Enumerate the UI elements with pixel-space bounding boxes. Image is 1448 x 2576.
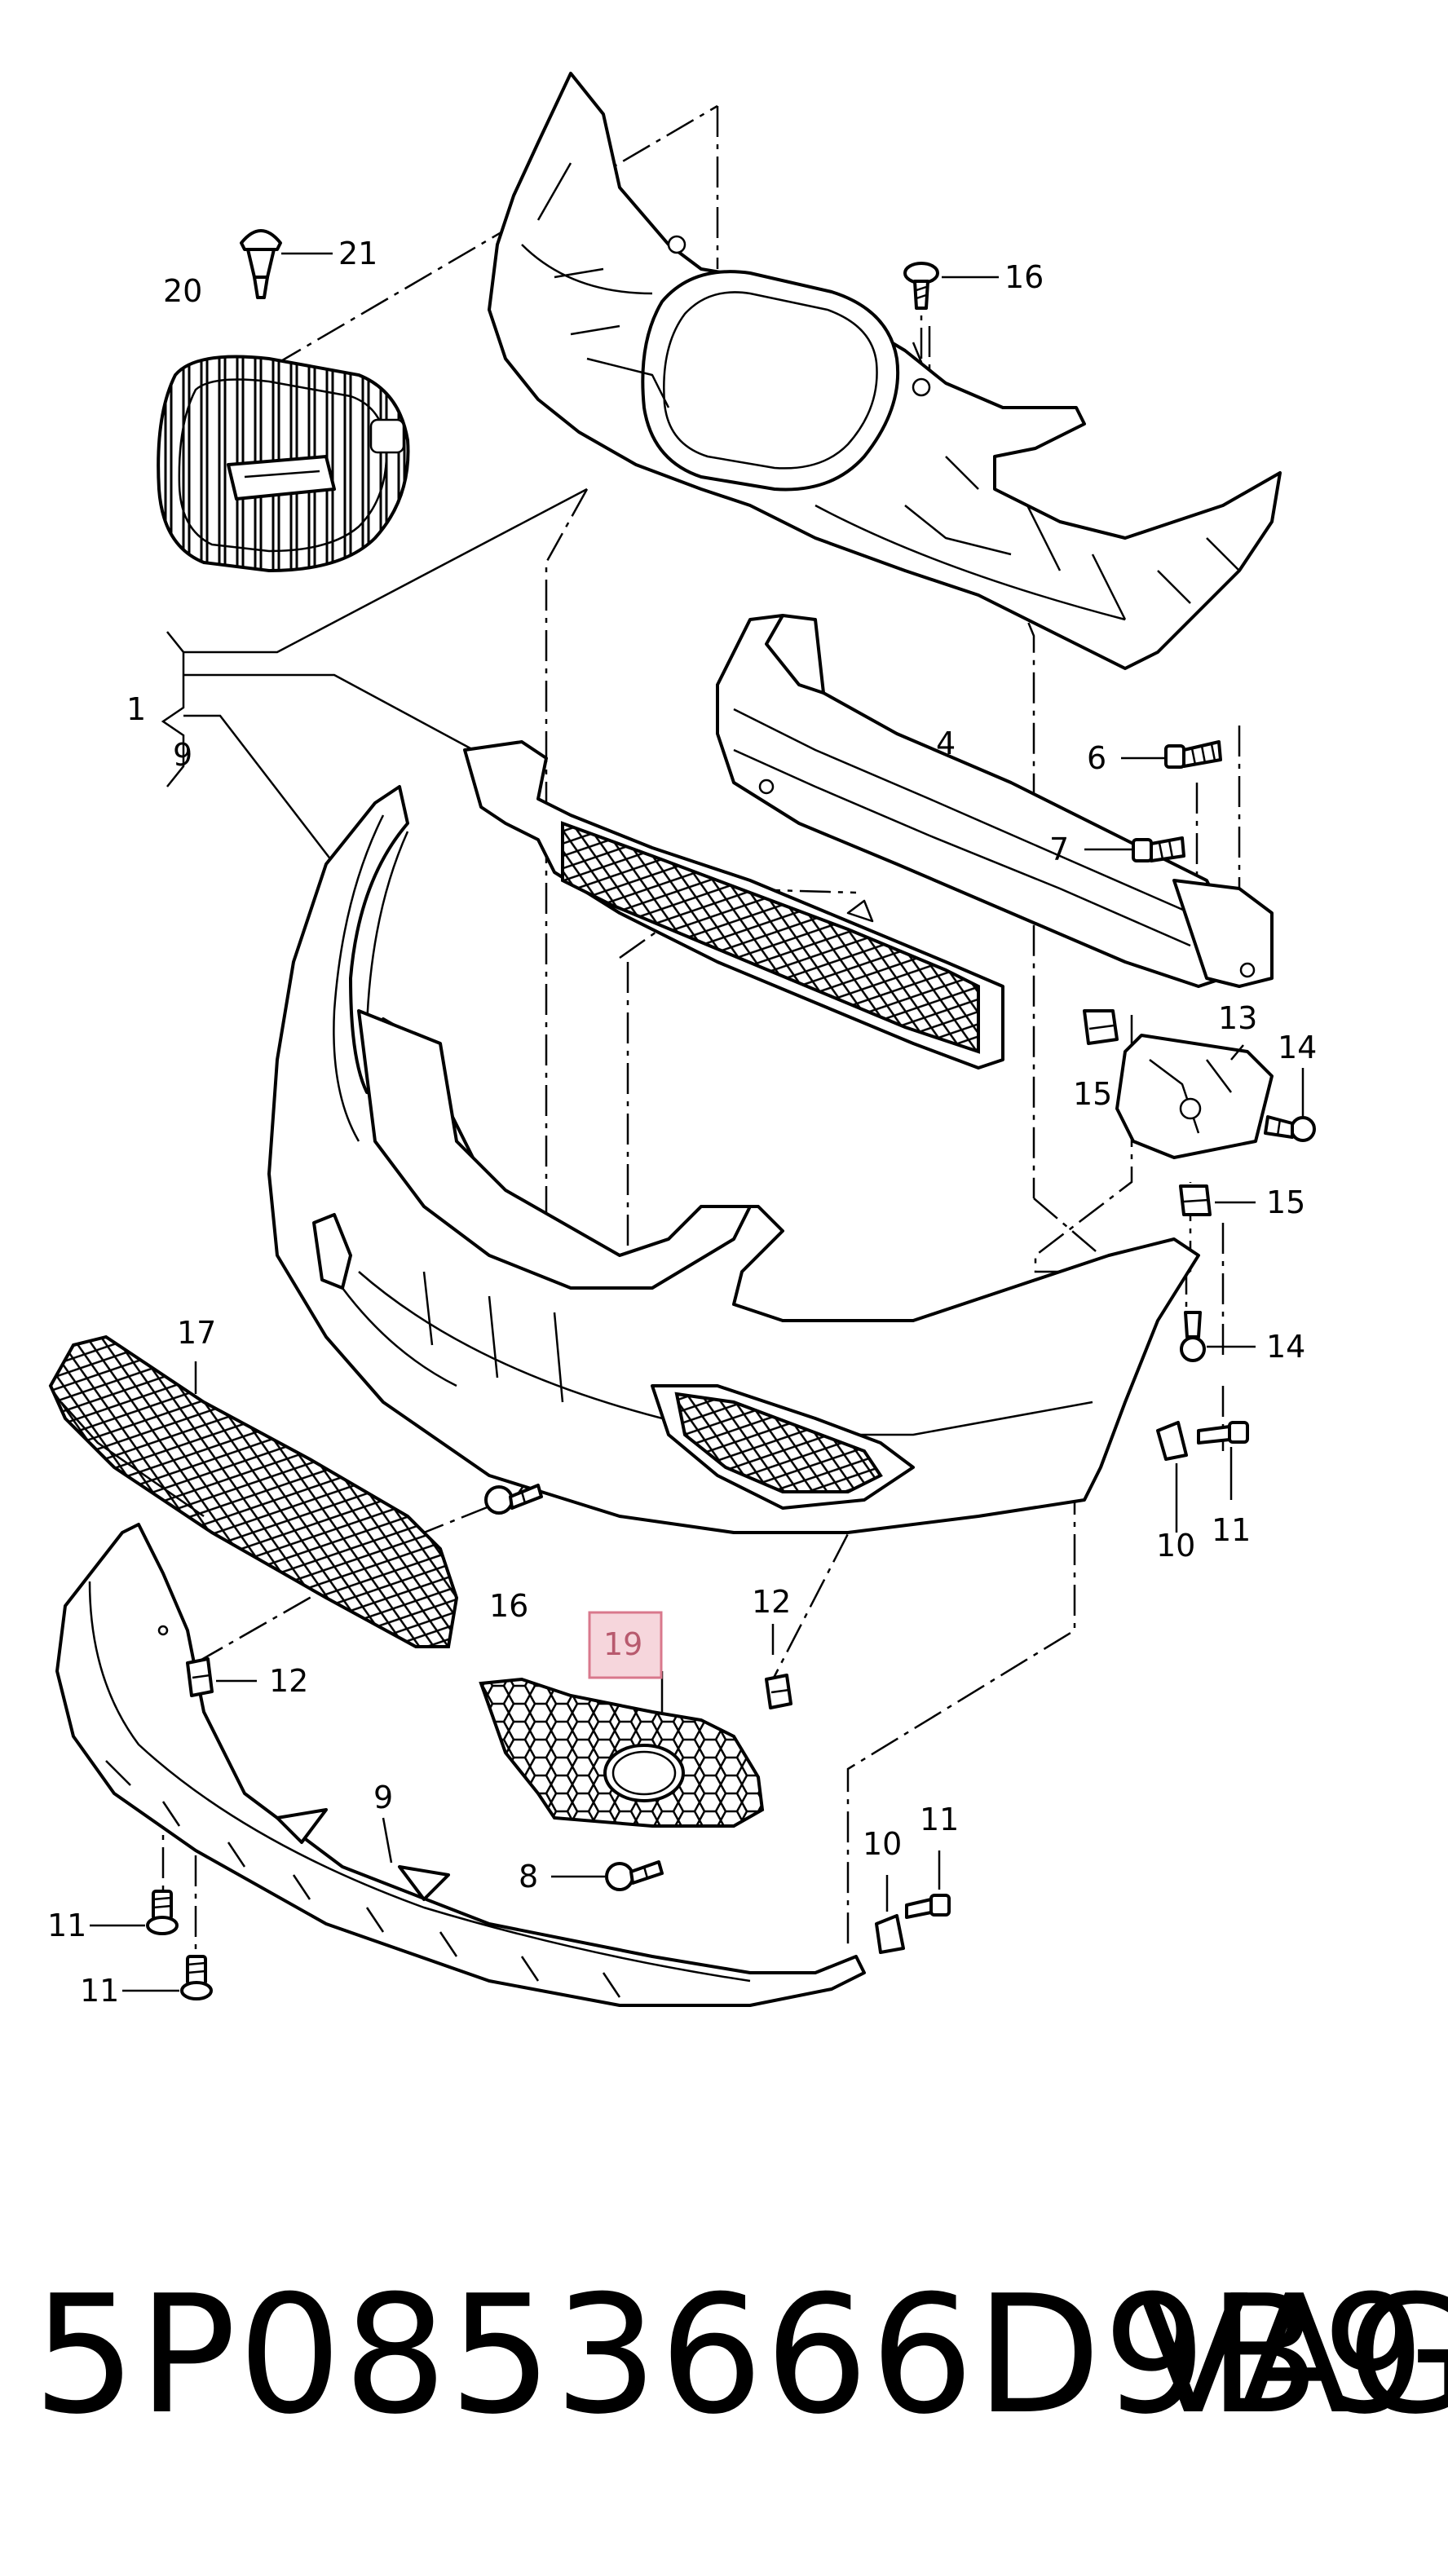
callout-9: 9 [373,1780,393,1815]
clip-15-lower [1179,1184,1256,1216]
bumper-reinforcement [463,740,1004,1070]
clip-21 [240,229,333,299]
callout-1: 1 [126,691,146,727]
callout-11: 11 [47,1908,86,1943]
callout-20: 20 [163,273,202,309]
fog-lamp-grille-19 [479,1671,765,1828]
callout-15: 15 [1266,1184,1305,1220]
bolt-14-upper [1264,1068,1316,1142]
lower-spoiler-9 [55,1523,866,2007]
callout-10: 10 [863,1826,902,1862]
callout-4: 4 [936,726,956,761]
callout-21: 21 [338,236,377,271]
callout-15: 15 [1073,1076,1112,1112]
callout-11: 11 [1212,1512,1251,1548]
impact-absorber [716,614,1274,988]
screw-8 [551,1860,664,1891]
callout-6: 6 [1087,740,1106,776]
side-bracket-13 [1115,1034,1274,1159]
callout-8: 8 [519,1859,538,1895]
callout-16: 16 [1004,259,1044,295]
callout-16: 16 [489,1588,528,1624]
exploded-parts-diagram: 21 20 16 1 9 4 6 7 13 14 15 15 17 14 10 … [47,72,1317,2009]
screw-16-top [903,262,999,310]
callout-17: 17 [177,1315,216,1351]
callout-11: 11 [920,1802,959,1837]
bumper-cover [267,785,1200,1534]
clip-15-upper [1083,1009,1119,1045]
callout-12: 12 [752,1584,791,1620]
brand-name: VAG [1137,2261,1448,2450]
bracket-10-lower [875,1875,905,1954]
bolt-11-lower-left-a [90,1890,179,1935]
bracket-10-upper [1156,1421,1188,1533]
bolt-7 [1084,836,1185,862]
callout-13: 13 [1218,1000,1257,1036]
upper-grille [157,355,410,573]
callout-9: 9 [173,737,192,773]
part-number: 5P0853666D9B9 [33,2261,1428,2450]
callout-labels: 21 20 16 1 9 4 6 7 13 14 15 15 17 14 10 … [47,236,1317,2009]
callout-12: 12 [269,1663,308,1699]
callout-7: 7 [1049,831,1069,867]
bolt-6 [1121,740,1222,769]
clip-12-right [765,1624,792,1709]
highlight-box-19 [588,1611,663,1679]
callout-11: 11 [80,1973,119,2009]
upper-carrier-frame [488,72,1282,670]
assembly-bracket [161,487,588,865]
bolt-11-lower-left-b [122,1955,213,2000]
callout-19: 19 [603,1626,642,1662]
callout-14: 14 [1266,1329,1305,1365]
lower-grille-17 [48,1334,459,1648]
clip-12-left [186,1657,257,1697]
screw-16-lower [484,1484,543,1515]
callout-14: 14 [1278,1030,1317,1065]
bolt-14-lower [1180,1311,1256,1362]
callout-10: 10 [1156,1528,1195,1564]
bolt-11-upper [1197,1421,1249,1500]
bolt-11-lower-right [905,1850,951,1919]
